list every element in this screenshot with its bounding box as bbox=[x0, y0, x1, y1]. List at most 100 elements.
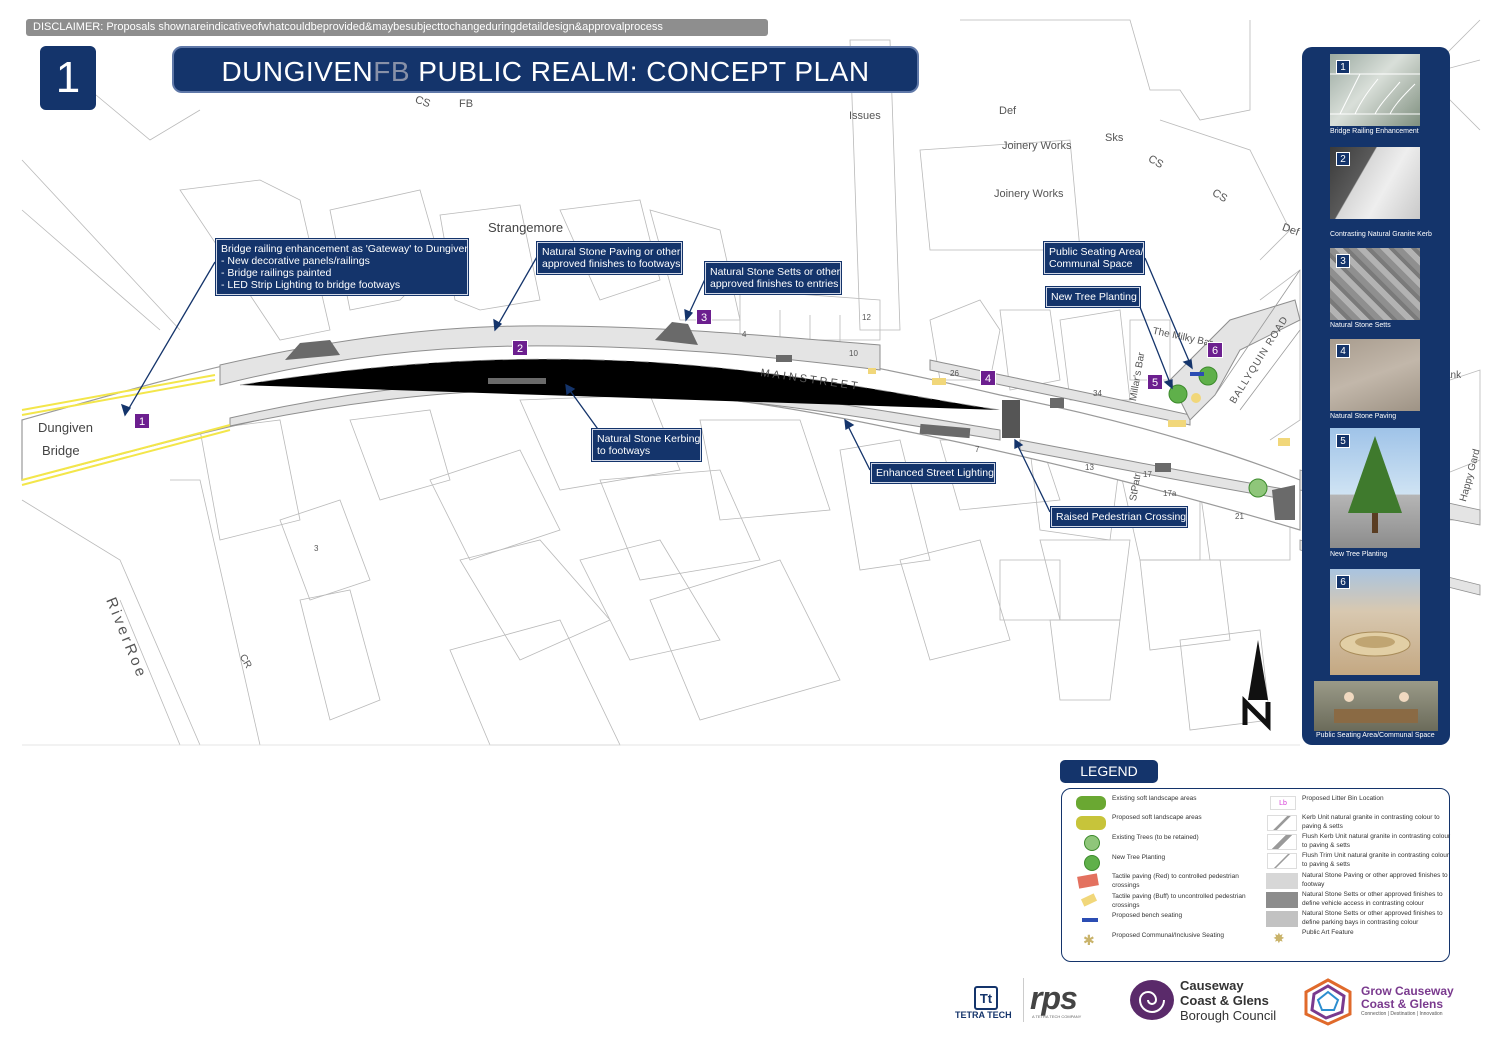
callout-line: - Bridge railings painted bbox=[221, 267, 332, 279]
grow-hexagon bbox=[1304, 978, 1352, 1026]
callout-seating-area: Public Seating Area/ Communal Space bbox=[1043, 241, 1145, 275]
map-label-number: 12 bbox=[862, 313, 871, 322]
thumbnail-caption: Natural Stone Setts bbox=[1330, 322, 1391, 329]
rps-logo: rps bbox=[1030, 980, 1078, 1016]
thumbnail-tree-planting bbox=[1330, 428, 1420, 548]
thumbnail-number: 5 bbox=[1336, 434, 1350, 448]
thumbnail-caption: Contrasting Natural Granite Kerb bbox=[1330, 231, 1432, 238]
existing-tree-icon bbox=[1084, 835, 1100, 851]
callout-line: approved finishes to footways bbox=[542, 258, 681, 270]
map-label-number: 7 bbox=[975, 445, 980, 454]
callout-stone-paving: Natural Stone Paving or other approved f… bbox=[536, 241, 683, 275]
north-arrow bbox=[1242, 640, 1271, 732]
stone-paving-icon bbox=[1266, 873, 1298, 889]
thumbnail-seating-people bbox=[1314, 681, 1438, 731]
map-label-joinery-2: Joinery Works bbox=[994, 188, 1064, 200]
legend-item: New Tree Planting bbox=[1112, 854, 1166, 861]
callout-leaders bbox=[121, 254, 1193, 513]
map-label-bridge: Bridge bbox=[42, 443, 80, 458]
map-label-number: 13 bbox=[1085, 463, 1094, 472]
thumbnail-number: 1 bbox=[1336, 60, 1350, 74]
map-label-tank: Tank bbox=[1440, 370, 1462, 381]
sheet-number: 1 bbox=[40, 46, 96, 110]
marker-1: 1 bbox=[134, 413, 150, 429]
legend-item: Proposed bench seating bbox=[1112, 912, 1183, 919]
communal-seating-icon: ✱ bbox=[1083, 932, 1095, 948]
thumbnail-caption: Natural Stone Paving bbox=[1330, 413, 1397, 420]
thumbnail-number: 6 bbox=[1336, 575, 1350, 589]
map-label-number: 3 bbox=[314, 544, 319, 553]
map-label-fb: FB bbox=[459, 98, 474, 110]
callout-stone-setts: Natural Stone Setts or other approved fi… bbox=[704, 261, 842, 295]
proposed-soft-landscape-icon bbox=[1076, 816, 1106, 830]
thumbnail-number: 4 bbox=[1336, 344, 1350, 358]
litter-bin-icon: Lb bbox=[1270, 796, 1296, 810]
tetra-tech-logo: TETRA TECH bbox=[955, 1010, 1012, 1020]
council-swirl bbox=[1138, 991, 1165, 1013]
map-label-number: 17 bbox=[1143, 470, 1152, 479]
existing-soft-landscape-icon bbox=[1076, 796, 1106, 810]
map-label-def-1: Def bbox=[999, 105, 1017, 117]
map-label-sks: Sks bbox=[1105, 132, 1124, 144]
new-tree-icon bbox=[1084, 855, 1100, 871]
callout-line: - New decorative panels/railings bbox=[221, 255, 370, 267]
marker-3: 3 bbox=[696, 309, 712, 325]
flush-kerb-icon bbox=[1267, 834, 1297, 850]
council-name-2: Coast & Glens bbox=[1180, 993, 1269, 1008]
thumbnail-caption: Public Seating Area/Communal Space bbox=[1316, 732, 1435, 739]
stone-setts-parking-icon bbox=[1266, 911, 1298, 927]
callout-bridge-railing: Bridge railing enhancement as 'Gateway' … bbox=[215, 238, 470, 296]
legend-item: Public Art Feature bbox=[1302, 929, 1354, 936]
callout-line: Enhanced Street Lighting bbox=[876, 467, 994, 479]
marker-4: 4 bbox=[980, 370, 996, 386]
railing-illustration bbox=[1330, 73, 1420, 115]
callout-tree-planting: New Tree Planting bbox=[1045, 286, 1141, 308]
legend-item: Tactile paving (Red) to controlled pedes… bbox=[1112, 873, 1239, 889]
callout-line: New Tree Planting bbox=[1051, 291, 1137, 303]
map-label-number: 26 bbox=[950, 369, 959, 378]
title-right: PUBLIC REALM: CONCEPT PLAN bbox=[410, 56, 870, 87]
flush-trim-icon bbox=[1267, 853, 1297, 869]
legend-item: Flush Trim Unit natural granite in contr… bbox=[1302, 852, 1450, 868]
callout-pedestrian-crossing: Raised Pedestrian Crossing bbox=[1050, 506, 1188, 528]
legend-item: Flush Kerb Unit natural granite in contr… bbox=[1302, 833, 1451, 849]
main-street-road bbox=[21, 269, 1481, 596]
callout-line: Natural Stone Paving or other bbox=[542, 246, 681, 258]
council-logo-icon bbox=[1130, 980, 1174, 1020]
callout-line: approved finishes to entries bbox=[710, 278, 839, 290]
callout-street-lighting: Enhanced Street Lighting bbox=[870, 462, 996, 484]
map-label-joinery-1: Joinery Works bbox=[1002, 140, 1072, 152]
map-label-number: 34 bbox=[1093, 389, 1102, 398]
legend-item: Natural Stone Setts or other approved fi… bbox=[1302, 910, 1443, 926]
legend-box bbox=[1061, 788, 1450, 962]
thumbnail-number: 3 bbox=[1336, 254, 1350, 268]
marker-5: 5 bbox=[1147, 374, 1163, 390]
legend-title: LEGEND bbox=[1060, 760, 1158, 783]
tree-symbols bbox=[1168, 366, 1268, 498]
legend-item: Existing soft landscape areas bbox=[1112, 795, 1197, 802]
legend-item: Proposed Communal/Inclusive Seating bbox=[1112, 932, 1225, 939]
callout-line: - LED Strip Lighting to bridge footways bbox=[221, 279, 401, 291]
title-faded: FB bbox=[373, 56, 411, 87]
map-label-number: 10 bbox=[849, 349, 858, 358]
rps-logo-subtitle: A TETRA TECH COMPANY bbox=[1032, 1014, 1082, 1019]
kerb-unit-icon bbox=[1267, 815, 1297, 831]
title-left: DUNGIVEN bbox=[221, 56, 374, 87]
callout-line: Communal Space bbox=[1049, 258, 1133, 270]
map-label-number: 17a bbox=[1163, 489, 1177, 498]
grow-name-2: Coast & Glens bbox=[1361, 997, 1444, 1011]
callout-line: to footways bbox=[597, 445, 651, 457]
tetra-tech-logo-icon: Tt bbox=[974, 986, 998, 1010]
stone-setts-vehicle-icon bbox=[1266, 892, 1298, 908]
map-label-strangemore: Strangemore bbox=[488, 220, 564, 235]
thumbnail-caption: New Tree Planting bbox=[1330, 551, 1388, 558]
callout-line: Raised Pedestrian Crossing bbox=[1056, 511, 1187, 523]
bench-icon bbox=[1082, 918, 1098, 922]
disclaimer-banner: DISCLAIMER: Proposals shownareindicative… bbox=[26, 19, 768, 36]
grow-name-1: Grow Causeway bbox=[1361, 984, 1454, 998]
council-name-3: Borough Council bbox=[1180, 1008, 1277, 1023]
legend-item: Proposed soft landscape areas bbox=[1112, 814, 1202, 821]
legend-item: Natural Stone Paving or other approved f… bbox=[1302, 872, 1448, 888]
thumbnail-number: 2 bbox=[1336, 152, 1350, 166]
legend-item: Kerb Unit natural granite in contrasting… bbox=[1302, 814, 1440, 830]
